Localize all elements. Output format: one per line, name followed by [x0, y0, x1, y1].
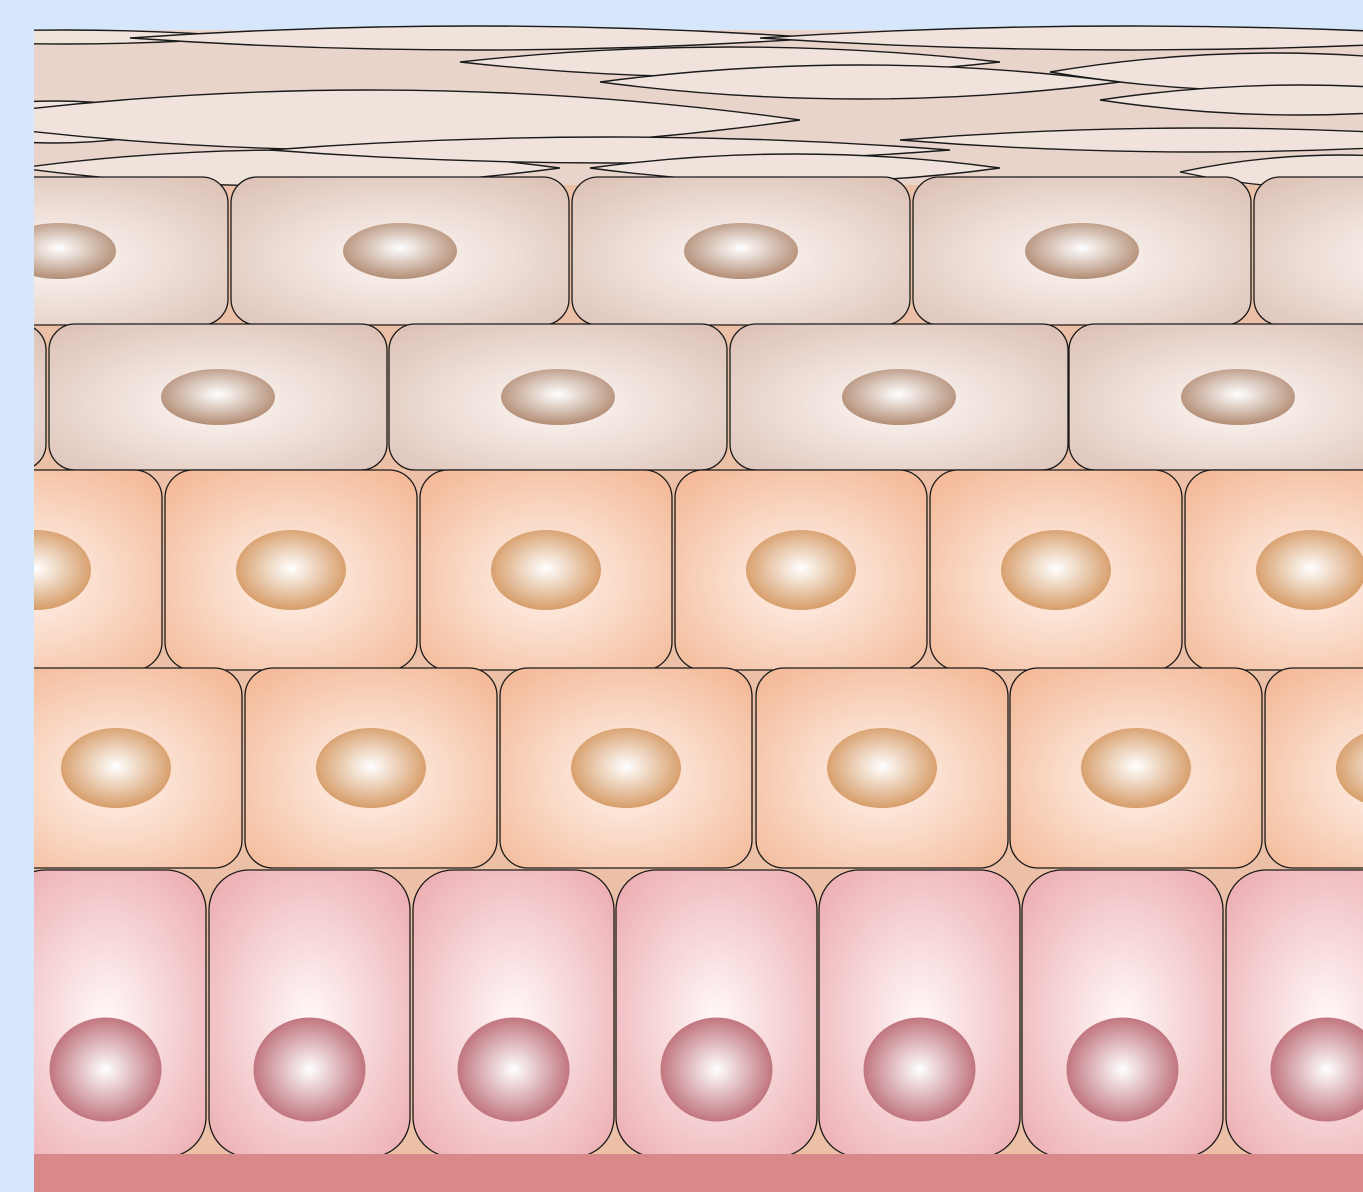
cell-nucleus [661, 1018, 773, 1122]
cell [1254, 177, 1363, 325]
cell [675, 470, 927, 670]
cell [756, 668, 1008, 868]
cell [913, 177, 1251, 325]
tan-cell-row-2 [0, 324, 1363, 470]
pink-cell-row [5, 870, 1363, 1157]
basement-membrane [34, 1154, 1363, 1192]
cell-nucleus [1067, 1018, 1179, 1122]
cell [5, 870, 206, 1157]
cell [420, 470, 672, 670]
peach-cell-row-2 [0, 668, 1363, 868]
cell [1265, 668, 1363, 868]
cell-nucleus [746, 530, 856, 610]
cell-nucleus [1025, 223, 1139, 279]
cell-nucleus [343, 223, 457, 279]
cell-nucleus [50, 1018, 162, 1122]
cell [0, 668, 242, 868]
cell [1185, 470, 1363, 670]
cell-nucleus [61, 728, 171, 808]
peach-cell-row-1 [0, 470, 1363, 670]
cell [0, 177, 228, 325]
cell [245, 668, 497, 868]
cell [1226, 870, 1363, 1157]
cell-nucleus [501, 369, 615, 425]
cell-nucleus [316, 728, 426, 808]
cell [616, 870, 817, 1157]
cell-nucleus [864, 1018, 976, 1122]
cell [209, 870, 410, 1157]
cell-nucleus [1001, 530, 1111, 610]
cell [413, 870, 614, 1157]
cell [930, 470, 1182, 670]
cell [572, 177, 910, 325]
cell-nucleus [1081, 728, 1191, 808]
cell-nucleus [491, 530, 601, 610]
cell-nucleus [571, 728, 681, 808]
cell-nucleus [827, 728, 937, 808]
cell [730, 324, 1068, 470]
cell-nucleus [1181, 369, 1295, 425]
cell [49, 324, 387, 470]
cell [165, 470, 417, 670]
cell-nucleus [254, 1018, 366, 1122]
cell [1010, 668, 1262, 868]
tan-cell-row-1 [0, 177, 1363, 325]
cell-nucleus [236, 530, 346, 610]
cell-nucleus [842, 369, 956, 425]
cell-nucleus [161, 369, 275, 425]
cell [1022, 870, 1223, 1157]
cell-nucleus [684, 223, 798, 279]
cell [500, 668, 752, 868]
cell-nucleus [1256, 530, 1363, 610]
cell-body [1254, 177, 1363, 325]
cell-nucleus [458, 1018, 570, 1122]
cell [231, 177, 569, 325]
flattened-cell-layer [0, 26, 1363, 189]
cell [819, 870, 1020, 1157]
cell [1069, 324, 1363, 470]
cell [389, 324, 727, 470]
